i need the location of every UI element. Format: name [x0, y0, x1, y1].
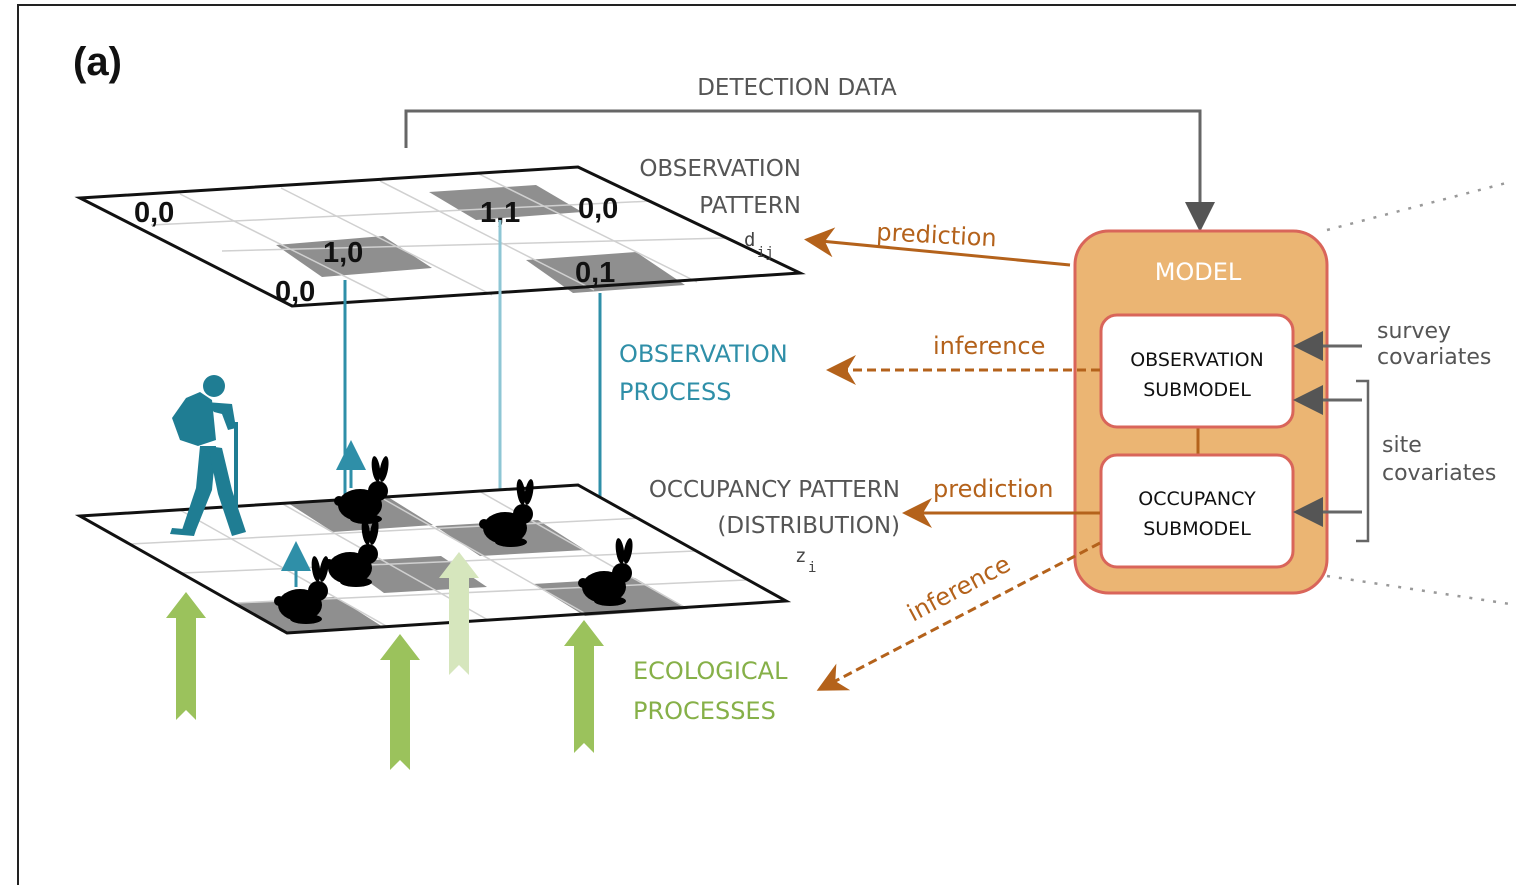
hiker-icon — [170, 375, 246, 536]
observation-submodel-box — [1099, 313, 1295, 429]
ecological-processes-line1: ECOLOGICAL — [633, 657, 788, 685]
site-covariates-line2: covariates — [1382, 461, 1496, 486]
observation-submodel-line1: OBSERVATION — [1130, 349, 1264, 371]
observation-pattern-line2: PATTERN — [699, 193, 801, 219]
ecological-processes-line2: PROCESSES — [633, 697, 776, 725]
occupancy-submodel-line2: SUBMODEL — [1143, 518, 1251, 540]
grid-value: 0,0 — [275, 276, 315, 308]
prediction-label-top: prediction — [876, 218, 998, 252]
detection-data-label: DETECTION DATA — [697, 75, 897, 101]
observation-grid-values: 0,0 1,1 0,0 1,0 0,0 0,1 — [134, 193, 618, 308]
observation-process-line2: PROCESS — [619, 378, 731, 406]
observation-process-line1: OBSERVATION — [619, 340, 788, 368]
observation-submodel-line2: SUBMODEL — [1143, 379, 1251, 401]
inference-label-mid: inference — [933, 332, 1045, 360]
observation-pattern-line1: OBSERVATION — [639, 156, 801, 182]
grid-value: 1,0 — [323, 237, 363, 269]
observation-subscript: ij — [757, 245, 774, 261]
observation-grid — [74, 165, 806, 308]
site-covariates-bracket — [1356, 379, 1370, 543]
occupancy-submodel-line1: OCCUPANCY — [1138, 488, 1256, 510]
model-box: MODEL OBSERVATION SUBMODEL OCCUPANCY SUB… — [1073, 229, 1329, 595]
grid-value: 0,1 — [575, 257, 615, 289]
occupancy-subscript: i — [808, 560, 816, 576]
occupancy-pattern-line1: OCCUPANCY PATTERN — [649, 477, 900, 503]
panel-label: (a) — [73, 40, 122, 84]
inference-arrow-bottom — [816, 541, 1101, 691]
occupancy-symbol: z — [795, 545, 806, 567]
figure-frame — [17, 4, 1516, 885]
survey-covariates-line1: survey — [1377, 319, 1451, 344]
survey-covariates-line2: covariates — [1377, 345, 1491, 370]
observation-symbol: d — [744, 229, 755, 251]
zoom-dotted-line — [1326, 574, 1511, 606]
site-covariates-line1: site — [1382, 433, 1422, 458]
grid-value: 0,0 — [134, 197, 174, 229]
occupancy-pattern-line2: (DISTRIBUTION) — [717, 513, 900, 539]
detection-data-arrow — [404, 109, 1215, 232]
prediction-arrow-top — [804, 227, 1071, 267]
ecological-arrows — [166, 552, 604, 770]
occupancy-submodel-box — [1099, 453, 1295, 569]
zoom-dotted-line — [1326, 180, 1511, 232]
model-title: MODEL — [1155, 258, 1242, 286]
prediction-label-bottom: prediction — [933, 475, 1053, 503]
grid-value: 0,0 — [578, 193, 618, 225]
grid-cell-shaded — [429, 185, 582, 220]
